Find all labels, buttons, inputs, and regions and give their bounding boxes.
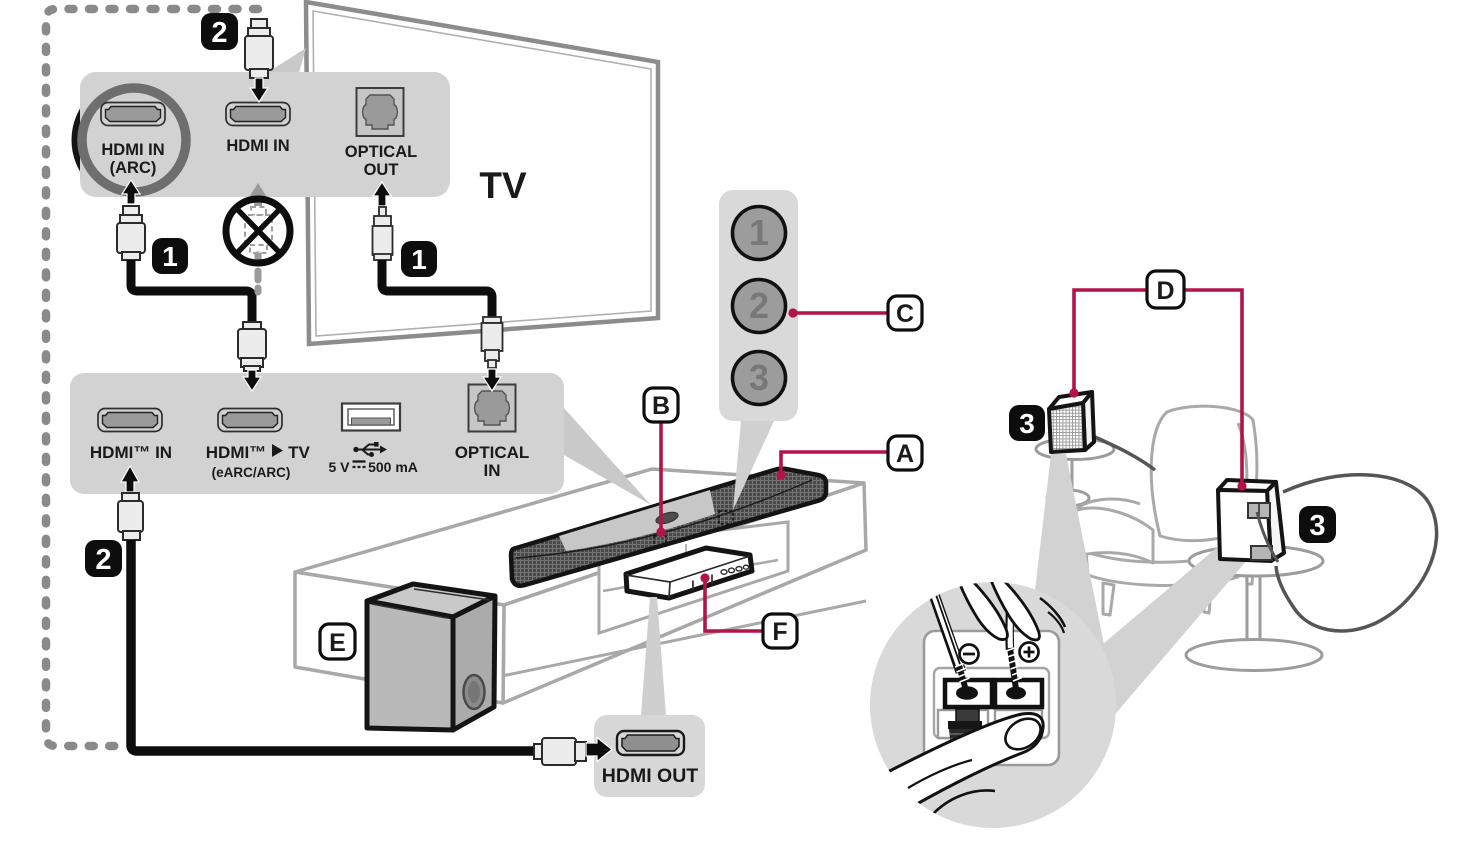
svg-text:1: 1: [411, 244, 427, 275]
svg-text:HDMI™: HDMI™: [206, 443, 266, 462]
svg-text:3: 3: [1309, 510, 1325, 542]
svg-text:1: 1: [162, 241, 178, 272]
svg-text:TV: TV: [479, 165, 527, 206]
svg-text:B: B: [652, 392, 670, 420]
svg-text:F: F: [772, 618, 787, 646]
svg-text:1: 1: [749, 212, 769, 253]
svg-text:OPTICAL: OPTICAL: [345, 143, 417, 161]
svg-text:(eARC/ARC): (eARC/ARC): [212, 465, 291, 480]
svg-text:A: A: [896, 440, 914, 468]
svg-text:2: 2: [95, 544, 111, 576]
svg-text:C: C: [896, 300, 914, 328]
svg-text:D: D: [1156, 277, 1174, 305]
svg-text:HDMI IN: HDMI IN: [101, 141, 164, 159]
svg-text:3: 3: [1019, 408, 1035, 439]
svg-text:E: E: [329, 629, 346, 657]
svg-text:2: 2: [211, 17, 227, 49]
svg-text:OPTICAL: OPTICAL: [455, 443, 530, 462]
svg-text:TV: TV: [288, 443, 310, 462]
svg-text:HDMI IN: HDMI IN: [226, 137, 289, 155]
svg-text:3: 3: [749, 357, 769, 398]
svg-text:2: 2: [749, 285, 769, 326]
svg-text:(ARC): (ARC): [110, 159, 157, 177]
svg-text:5 V: 5 V: [328, 459, 350, 475]
svg-text:HDMI OUT: HDMI OUT: [602, 765, 698, 787]
svg-text:500 mA: 500 mA: [368, 459, 418, 475]
svg-text:IN: IN: [484, 461, 501, 480]
svg-text:HDMI™ IN: HDMI™ IN: [90, 443, 172, 462]
svg-text:OUT: OUT: [364, 161, 399, 179]
